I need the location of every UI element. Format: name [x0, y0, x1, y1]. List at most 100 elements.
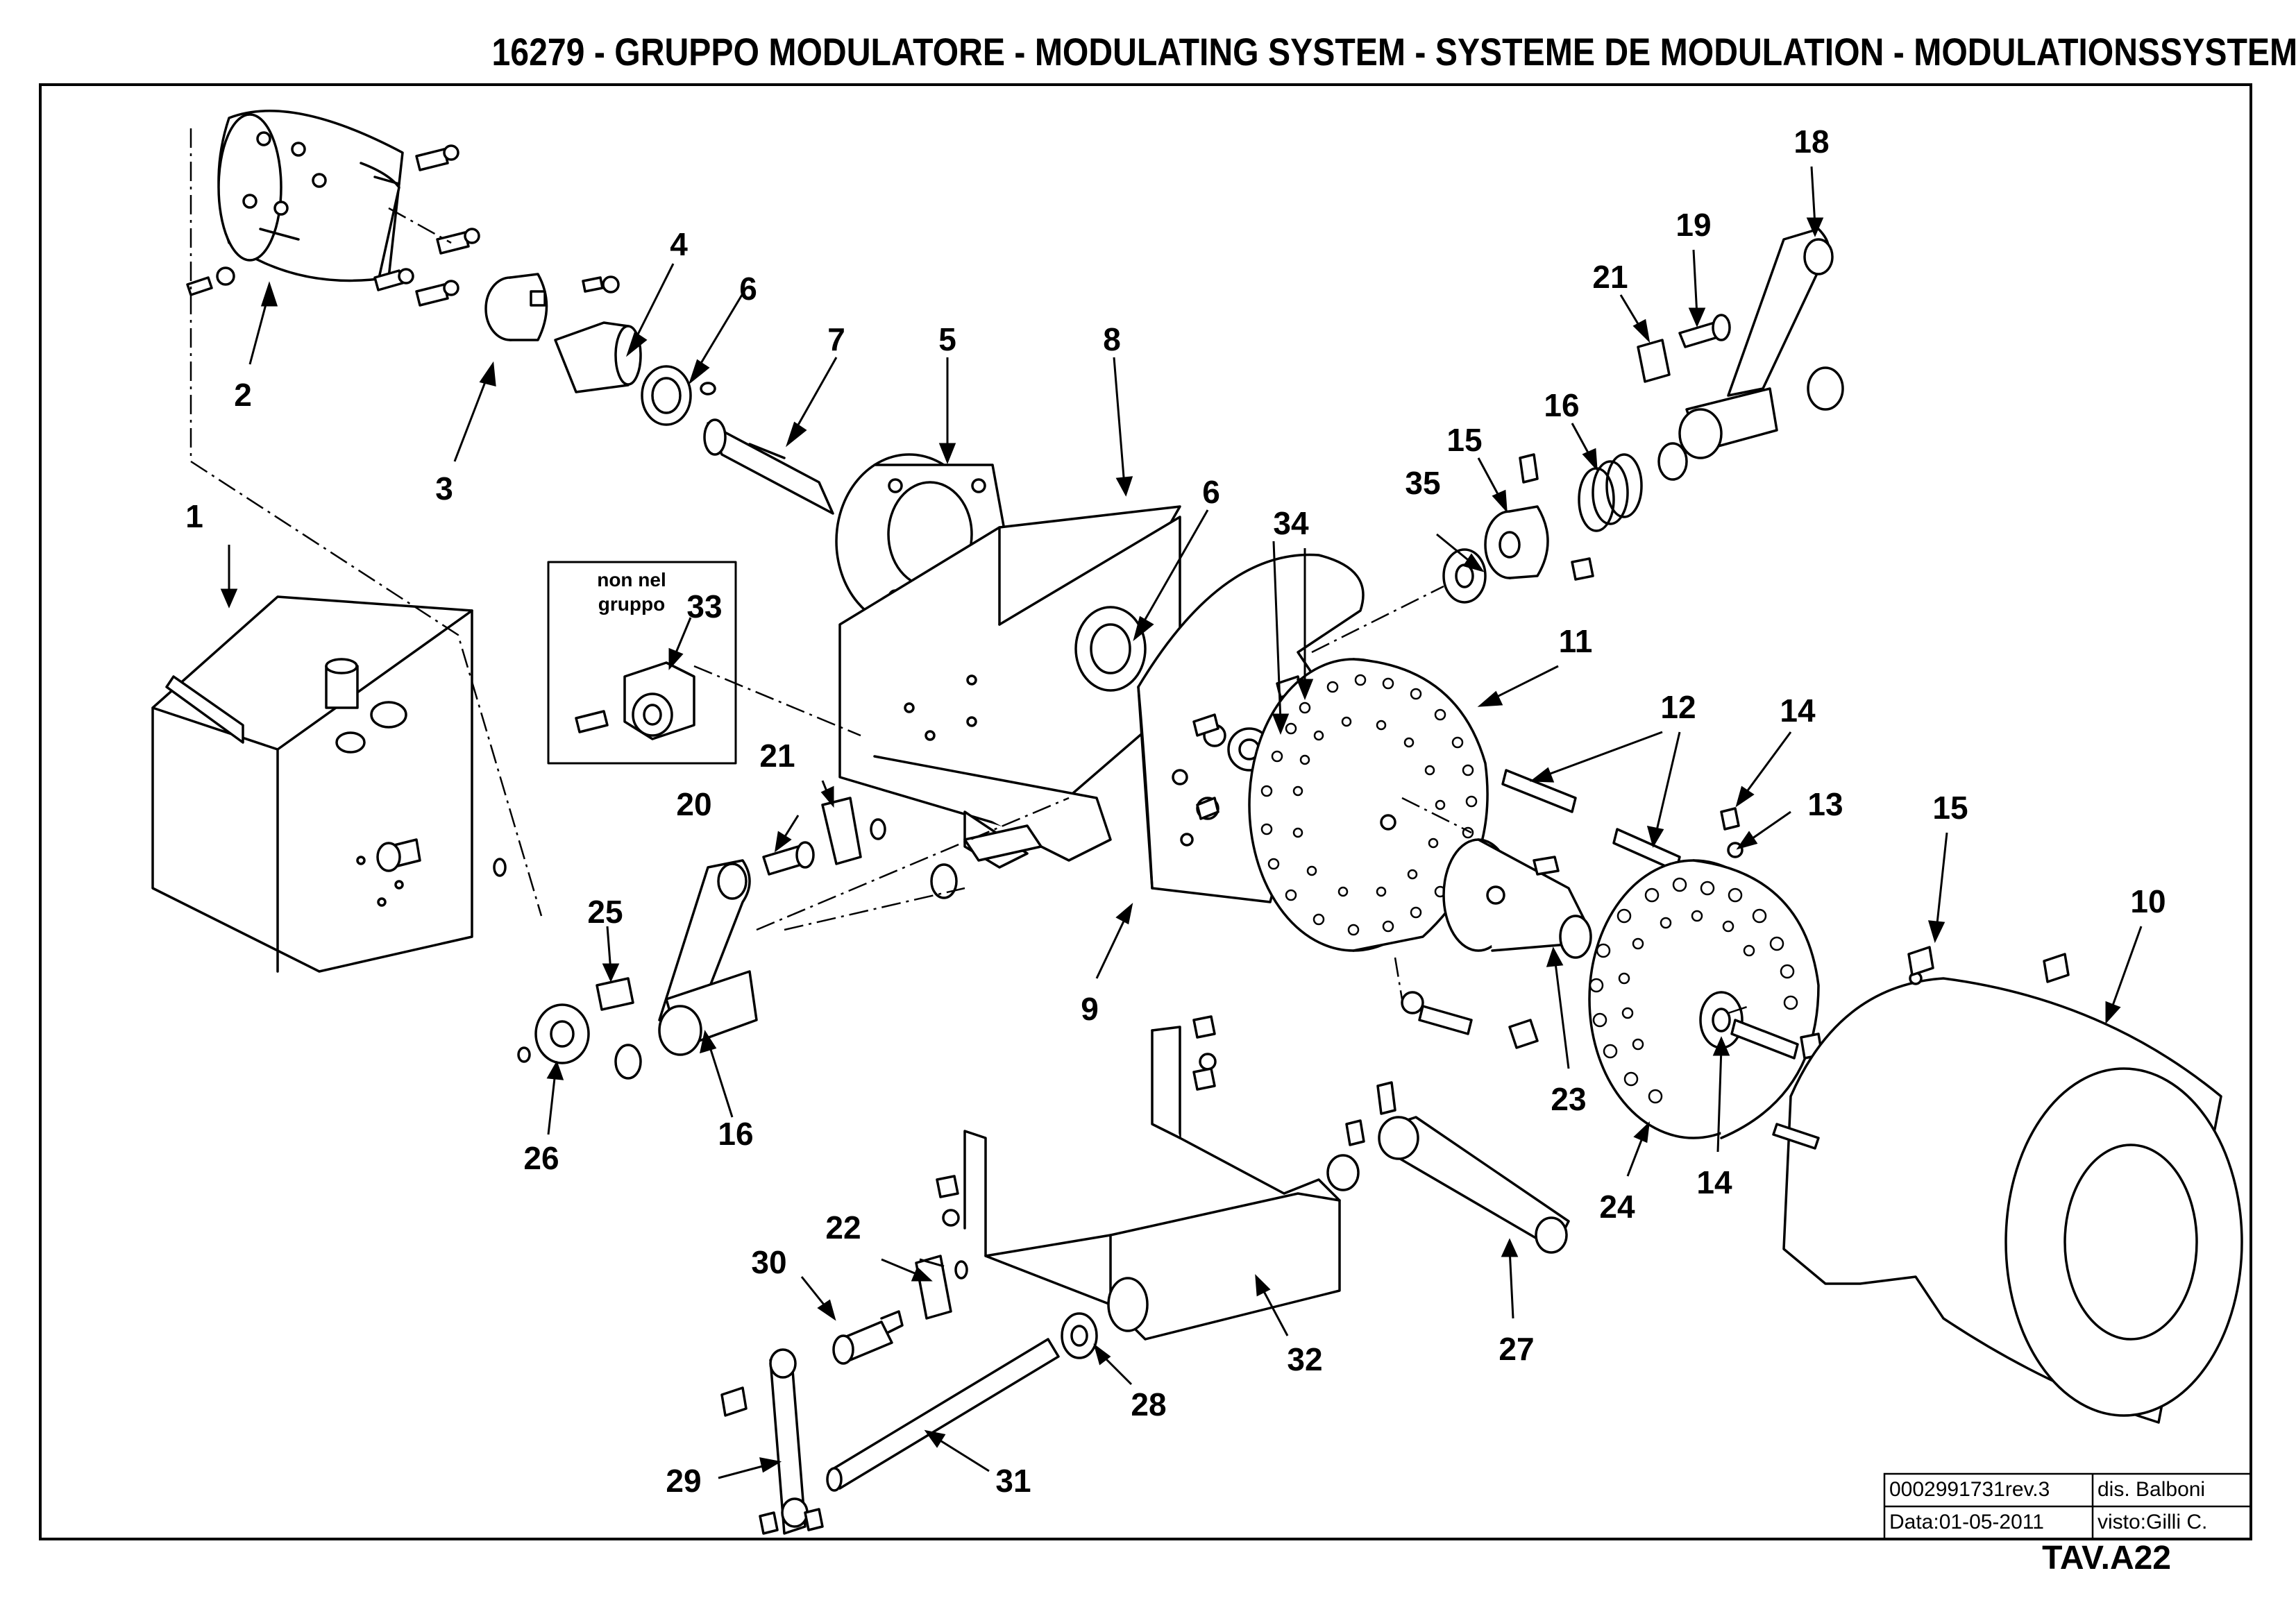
part-7-shaft	[703, 418, 834, 515]
drawn-by: dis. Balboni	[2097, 1478, 2206, 1501]
callout-14-top: 14	[1780, 692, 1816, 729]
callout-5: 5	[938, 321, 956, 357]
circlip-16b	[614, 1044, 642, 1080]
callout-2: 2	[234, 377, 252, 413]
checked-by: visto:Gilli C.	[2097, 1511, 2208, 1533]
setscrew-18	[1519, 453, 1539, 484]
cover-pin	[1772, 1123, 1820, 1150]
part-31-rod	[826, 1338, 1060, 1492]
callout-35: 35	[1405, 465, 1440, 501]
circlip-20	[1807, 366, 1844, 411]
part-6-bearing-top	[641, 365, 692, 426]
ring-22-low	[954, 1260, 968, 1280]
setscrew-27	[1376, 1081, 1396, 1115]
callout-10: 10	[2130, 883, 2166, 919]
hub-screw	[1533, 856, 1560, 876]
callout-28: 28	[1131, 1386, 1166, 1422]
screw-near-3	[582, 276, 604, 293]
washer-bottom	[1401, 991, 1424, 1014]
callout-1: 1	[185, 498, 203, 534]
part-3-coupling	[484, 273, 548, 341]
setscrew-18b	[1571, 557, 1594, 581]
callout-22-mid: 21	[759, 738, 795, 774]
callout-15: 15	[1932, 790, 1968, 826]
screw-29b	[804, 1508, 824, 1531]
setscrew-27b	[1345, 1119, 1365, 1146]
page-title: 16279 - GRUPPO MODULATORE - MODULATING S…	[491, 30, 2296, 74]
nut-22-top	[1637, 339, 1671, 383]
key-small	[700, 382, 716, 396]
nut-22-mid	[821, 797, 862, 865]
drawing-date: Data:01-05-2011	[1889, 1511, 2044, 1533]
part-18-collar	[1484, 505, 1549, 579]
part-10-cover	[1782, 971, 2243, 1424]
leader-arrows	[220, 166, 2143, 1479]
callout-7: 7	[827, 321, 845, 357]
callout-21-top: 19	[1675, 207, 1711, 243]
bracket-32-screws	[936, 1015, 1217, 1227]
callout-4: 4	[670, 226, 688, 262]
part-14-setscrew	[1720, 807, 1740, 831]
callout-27: 27	[1499, 1331, 1534, 1367]
drawing-code: 0002991731rev.3	[1889, 1478, 2050, 1501]
callout-6-mid: 6	[1202, 474, 1220, 510]
disc-24-holes	[1589, 877, 1798, 1104]
callout-14-bottom: 14	[1696, 1164, 1732, 1200]
drawing-frame	[39, 83, 2252, 1540]
callout-8: 8	[1103, 321, 1121, 357]
callout-19: 16	[1544, 387, 1579, 423]
nut-22-low	[915, 1255, 952, 1320]
part-33-bracket	[575, 661, 695, 740]
part-24-disc	[1588, 859, 1820, 1139]
ring-26	[517, 1046, 531, 1063]
callout-20: 18	[1793, 124, 1829, 160]
part-20-lever	[1678, 228, 1834, 459]
cam-disc-holes	[1260, 674, 1478, 936]
callout-34: 34	[1273, 505, 1309, 541]
part-2-guard	[217, 110, 404, 282]
callout-32: 32	[1287, 1341, 1322, 1377]
assembly-axes	[189, 128, 1750, 1014]
callout-25: 25	[587, 894, 623, 930]
callout-31: 31	[995, 1463, 1031, 1499]
screws-part-2	[186, 144, 480, 307]
part-29-lever	[769, 1348, 809, 1535]
callout-23: 23	[1551, 1081, 1586, 1117]
callout-21-mid: 20	[676, 786, 711, 822]
part-1-actuator	[151, 595, 473, 973]
ring-22-mid	[870, 818, 886, 840]
table-reference: TAV.A22	[2042, 1540, 2171, 1577]
cover-screw	[2043, 953, 2070, 983]
callout-3: 3	[435, 470, 453, 507]
part-4-sleeve	[554, 321, 642, 393]
callout-11: 11	[1559, 623, 1593, 659]
callout-13: 13	[1807, 786, 1843, 822]
callout-12: 12	[1660, 689, 1696, 725]
shaft-stub	[963, 824, 1043, 862]
callout-6-top: 6	[739, 271, 757, 307]
callout-22-low: 22	[825, 1209, 861, 1246]
callout-16: 16	[718, 1116, 753, 1152]
callout-26: 26	[523, 1140, 559, 1176]
nut-bottom	[1508, 1019, 1539, 1049]
screw-29	[759, 1511, 779, 1535]
part-23-hub	[1442, 838, 1592, 959]
callout-30: 30	[751, 1244, 786, 1280]
screw-21-mid	[762, 841, 815, 876]
part-12-rod	[1501, 769, 1577, 813]
callout-9: 9	[1081, 991, 1099, 1027]
part-15-screw	[1907, 946, 1934, 976]
key-part-1	[493, 858, 507, 877]
nut-29	[720, 1386, 748, 1417]
note-line-2: gruppo	[598, 593, 665, 615]
note-box	[547, 561, 737, 765]
part-30-screw	[832, 1310, 904, 1365]
callout-24: 24	[1599, 1189, 1635, 1225]
callout-33: 33	[686, 588, 722, 624]
callout-29: 29	[666, 1463, 701, 1499]
note-line-1: non nel	[597, 569, 666, 590]
bushing-27	[1326, 1154, 1360, 1191]
title-block	[1883, 1472, 2252, 1540]
part-16-lever	[658, 859, 758, 1056]
